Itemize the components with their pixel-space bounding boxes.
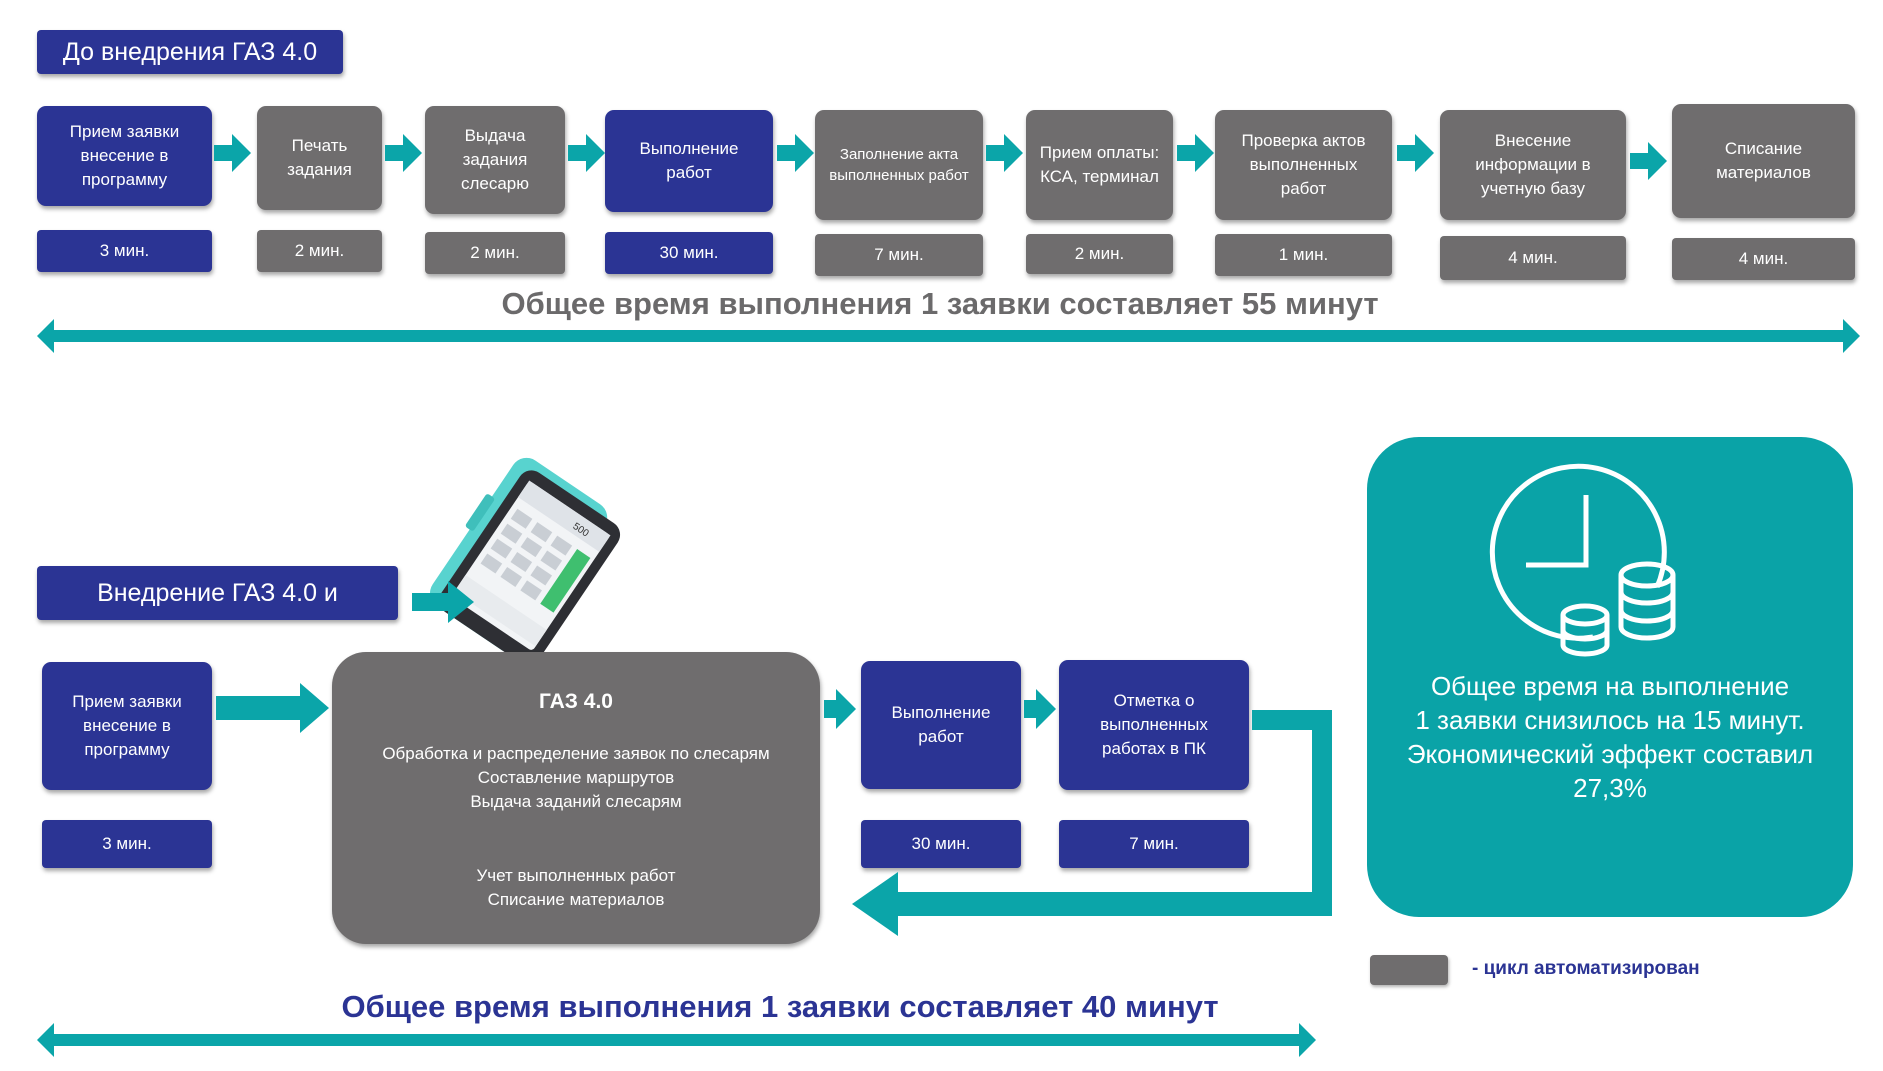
timeline-arrow-top: [37, 319, 1860, 353]
summary-panel: Общее время на выполнение 1 заявки снизи…: [1367, 437, 1853, 917]
before-step-3: Выдача задания слесарю: [425, 106, 565, 214]
before-header: До внедрения ГАЗ 4.0: [37, 30, 343, 74]
before-step-6: Прием оплаты: КСА, терминал: [1026, 110, 1173, 220]
gaz-line-3: Выдача заданий слесарям: [470, 792, 682, 811]
flow-arrow-icon: [1024, 689, 1056, 729]
after-time-4: 7 мин.: [1059, 820, 1249, 868]
after-step-1: Прием заявки внесение в программу: [42, 662, 212, 790]
flow-arrow-icon: [1630, 142, 1667, 180]
flow-arrow-icon: [1177, 134, 1214, 172]
flow-arrow-icon: [385, 134, 422, 172]
flow-arrow-icon: [824, 689, 856, 729]
summary-line-3: Экономический эффект составил: [1406, 739, 1814, 769]
summary-line-1: Общее время на выполнение: [1430, 671, 1790, 701]
gaz-title: ГАЗ 4.0: [539, 690, 613, 713]
flow-arrow-icon: [568, 134, 605, 172]
coins-icon: [1560, 561, 1676, 657]
summary-line-2: 1 заявки снизилось на 15 минут.: [1415, 705, 1805, 735]
before-step-7: Проверка актов выполненных работ: [1215, 110, 1392, 220]
gaz-line-2: Составление маршрутов: [477, 768, 675, 787]
before-time-3: 2 мин.: [425, 232, 565, 274]
gaz-line-1: Обработка и распределение заявок по слес…: [382, 744, 770, 763]
summary-line-4: 27,3%: [1573, 773, 1647, 803]
legend-text: - цикл автоматизирован: [1472, 958, 1700, 979]
header-arrow: [412, 581, 474, 623]
flow-arrow-icon: [214, 134, 251, 172]
before-step-1: Прием заявки внесение в программу: [37, 106, 212, 206]
gaz-line-5: Списание материалов: [487, 890, 665, 909]
flow-arrow-icon: [986, 134, 1023, 172]
after-total: Общее время выполнения 1 заявки составля…: [341, 989, 1219, 1024]
timeline-arrow-bottom: [37, 1023, 1316, 1057]
after-step-4: Отметка о выполненных работах в ПК: [1059, 660, 1249, 790]
clock-coins-graphic: [1489, 463, 1676, 657]
return-loop-arrow: [852, 710, 1332, 936]
before-time-7: 1 мин.: [1215, 234, 1392, 276]
before-time-6: 2 мин.: [1026, 234, 1173, 274]
header-arrow-icon: [412, 581, 474, 623]
before-total: Общее время выполнения 1 заявки составля…: [501, 286, 1379, 321]
before-step-4: Выполнение работ: [605, 110, 773, 212]
before-time-5: 7 мин.: [815, 234, 983, 276]
after-time-1: 3 мин.: [42, 820, 212, 868]
clock-icon: [1489, 463, 1667, 641]
before-time-4: 30 мин.: [605, 232, 773, 274]
gaz-box: ГАЗ 4.0 Обработка и распределение заявок…: [332, 652, 820, 944]
before-step-2: Печать задания: [257, 106, 382, 210]
after-step-3: Выполнение работ: [861, 661, 1021, 789]
flow-arrow-icon: [777, 134, 814, 172]
flow-arrow-icon: [216, 683, 329, 733]
gaz-line-4: Учет выполненных работ: [476, 866, 676, 885]
before-time-1: 3 мин.: [37, 230, 212, 272]
before-step-9: Списание материалов: [1672, 104, 1855, 218]
before-step-5: Заполнение акта выполненных работ: [815, 110, 983, 220]
before-time-8: 4 мин.: [1440, 236, 1626, 280]
before-time-9: 4 мин.: [1672, 238, 1855, 280]
legend-swatch: [1370, 955, 1448, 985]
before-step-8: Внесение информации в учетную базу: [1440, 110, 1626, 220]
before-time-2: 2 мин.: [257, 230, 382, 272]
after-header: Внедрение ГАЗ 4.0 и: [37, 566, 398, 620]
flow-arrow-icon: [1397, 134, 1434, 172]
after-time-3: 30 мин.: [861, 820, 1021, 868]
payment-terminal-image: 500: [429, 457, 621, 665]
